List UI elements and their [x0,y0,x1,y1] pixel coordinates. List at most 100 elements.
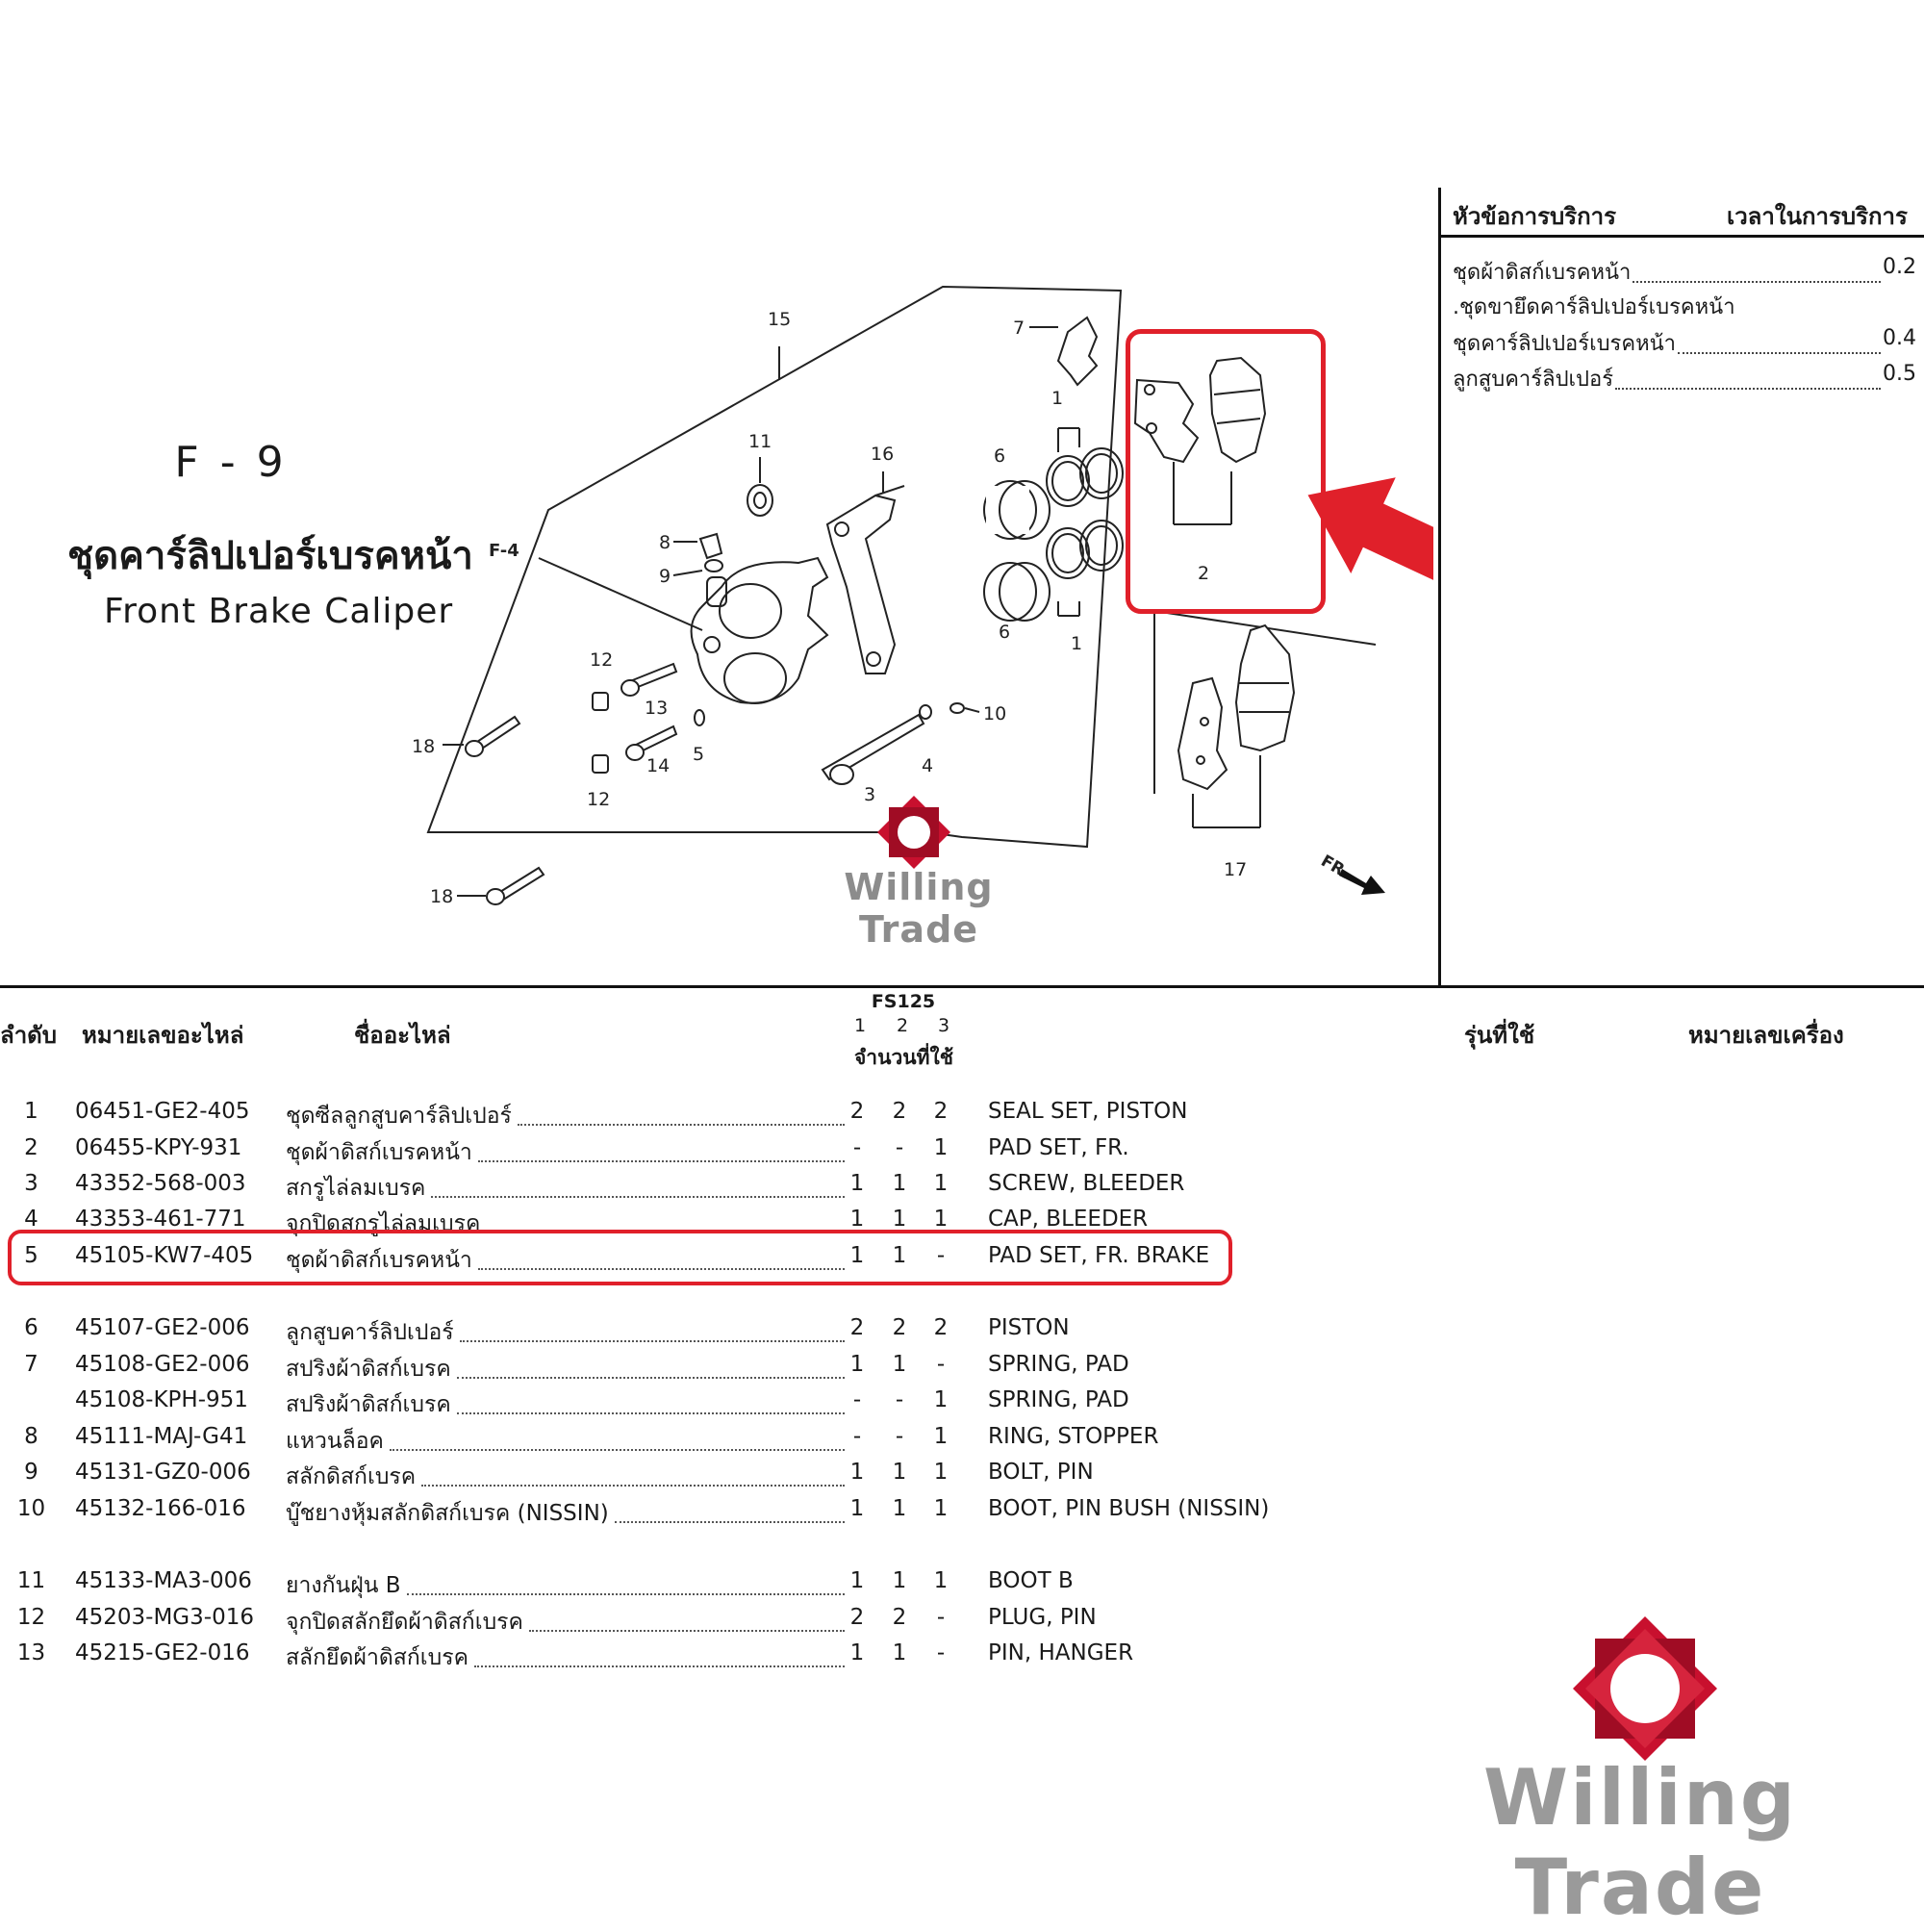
row-qty-3: 1 [933,1387,949,1412]
row-name-th: สลักดิสก์เบรค [286,1460,848,1494]
row-qty-3: - [936,1605,946,1630]
watermark-logo-small [877,796,950,869]
service-header-time: เวลาในการบริการ [1727,203,1908,230]
row-part-no: 06451-GE2-405 [75,1099,250,1124]
row-qty-1: 1 [849,1496,865,1521]
row-name-en: PIN, HANGER [988,1640,1134,1665]
row-qty-2: 1 [892,1460,907,1485]
service-item: ลูกสูบคาร์ลิปเปอร์0.5 [1453,362,1916,392]
col-header-part-no: หมายเลขอะไหล่ [82,1022,244,1049]
row-qty-3: 2 [933,1315,949,1340]
exploded-parts-diagram: 15 1 1 6 6 16 7 11 [412,285,1433,907]
row-no: 5 [24,1243,38,1268]
caliper-bracket [825,485,905,674]
part-callout-number: 4 [922,755,933,776]
part-callout-number: 12 [590,649,613,671]
caliper-body [690,556,829,704]
part-callout-number: 6 [999,622,1010,643]
row-name-en: SCREW, BLEEDER [988,1171,1185,1196]
col-header-no: ลำดับ [0,1022,58,1049]
callout-16: 15 [768,309,791,330]
row-qty-1: 1 [849,1568,865,1593]
col-header-qty: จำนวนที่ใช้ [854,1046,953,1069]
row-qty-3: 1 [933,1496,949,1521]
col-header-model: FS125 [871,991,936,1012]
pad-set-2 [1177,623,1296,828]
row-qty-2: - [895,1424,904,1449]
part-callout-number: 18 [430,886,453,907]
row-qty-1: 2 [849,1099,865,1124]
row-name-en: BOOT, PIN BUSH (NISSIN) [988,1496,1270,1521]
part-callout-number: 6 [994,445,1005,467]
row-no: 1 [24,1099,38,1124]
row-no: 8 [24,1424,38,1449]
row-qty-3: 1 [933,1568,949,1593]
service-panel-divider [1438,188,1441,986]
row-part-no: 45131-GZ0-006 [75,1460,251,1485]
row-name-th: ลูกสูบคาร์ลิปเปอร์ [286,1315,848,1350]
row-no: 3 [24,1171,38,1196]
row-qty-3: 2 [933,1099,949,1124]
front-direction-arrow: FR. [1318,852,1385,895]
row-qty-2: 1 [892,1352,907,1377]
row-qty-1: - [852,1387,862,1412]
part-callout-number: 2 [1198,563,1209,584]
row-part-no: 45107-GE2-006 [75,1315,250,1340]
part-callout-number: 3 [864,784,875,805]
service-header-item: หัวข้อการบริการ [1453,203,1617,230]
row-qty-2: 1 [892,1496,907,1521]
row-qty-1: - [852,1424,862,1449]
row-qty-1: 1 [849,1243,865,1268]
watermark-logo [1573,1616,1717,1761]
row-name-th: สปริงผ้าดิสก์เบรค [286,1387,848,1422]
row-part-no: 43352-568-003 [75,1171,246,1196]
row-qty-3: - [936,1243,946,1268]
row-name-en: PLUG, PIN [988,1605,1097,1630]
row-name-th: สลักยึดผ้าดิสก์เบรค [286,1640,848,1675]
row-name-th: สปริงผ้าดิสก์เบรค [286,1352,848,1386]
row-part-no: 45108-KPH-951 [75,1387,248,1412]
row-no: 4 [24,1207,38,1232]
table-top-rule [0,985,1924,988]
table-highlight-box [8,1230,1232,1285]
part-callout-number: 11 [748,431,772,452]
row-name-th: สกรูไล่ลมเบรค [286,1171,848,1206]
row-qty-3: 1 [933,1424,949,1449]
row-qty-2: 1 [892,1640,907,1665]
row-part-no: 45105-KW7-405 [75,1243,254,1268]
row-qty-2: 1 [892,1243,907,1268]
row-qty-3: 1 [933,1460,949,1485]
row-name-th: จุกปิดสลักยึดผ้าดิสก์เบรค [286,1605,848,1640]
part-callout-number: 8 [659,532,671,553]
figure-code: F - 9 [174,438,288,487]
col-header-engine-no: หมายเลขเครื่อง [1688,1022,1844,1049]
row-qty-2: 2 [892,1605,907,1630]
part-callout-number: 16 [871,444,894,465]
row-qty-1: 1 [849,1207,865,1232]
row-part-no: 45132-166-016 [75,1496,246,1521]
row-name-th: บู๊ชยางหุ้มสลักดิสก์เบรค (NISSIN) [286,1496,848,1531]
row-no: 2 [24,1135,38,1160]
part-callout-number: 9 [659,566,671,587]
row-qty-3: 1 [933,1171,949,1196]
row-qty-1: 2 [849,1605,865,1630]
part-callout-number: 13 [645,698,668,719]
qty-col-1: 1 [854,1015,867,1036]
row-qty-3: 1 [933,1207,949,1232]
row-qty-1: 1 [849,1352,865,1377]
row-name-th: แหวนล็อค [286,1424,848,1459]
service-header-rule [1441,235,1924,238]
part-callout-number: 12 [587,789,610,810]
service-item: .ชุดขายึดคาร์ลิปเปอร์เบรคหน้า [1453,295,1735,319]
row-name-en: PAD SET, FR. [988,1135,1129,1160]
figure-title-english: Front Brake Caliper [104,592,454,631]
